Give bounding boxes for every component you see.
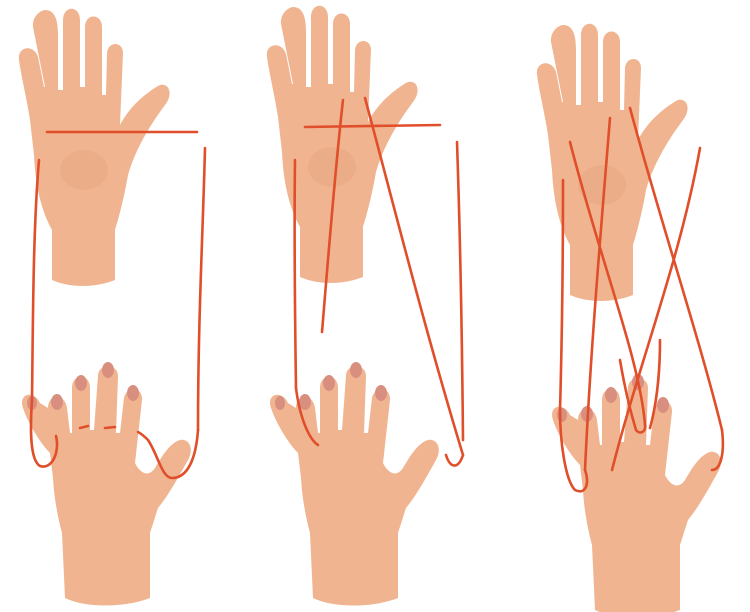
panel-2 (267, 6, 463, 606)
top-hand-1 (19, 9, 170, 286)
panel-1 (19, 9, 205, 606)
bottom-hand-3 (552, 374, 721, 612)
panel-3 (537, 24, 723, 612)
top-hand-2 (267, 6, 418, 283)
bottom-hand-1 (22, 362, 191, 606)
top-hand-3 (537, 24, 688, 301)
bottom-hand-2 (270, 362, 439, 606)
